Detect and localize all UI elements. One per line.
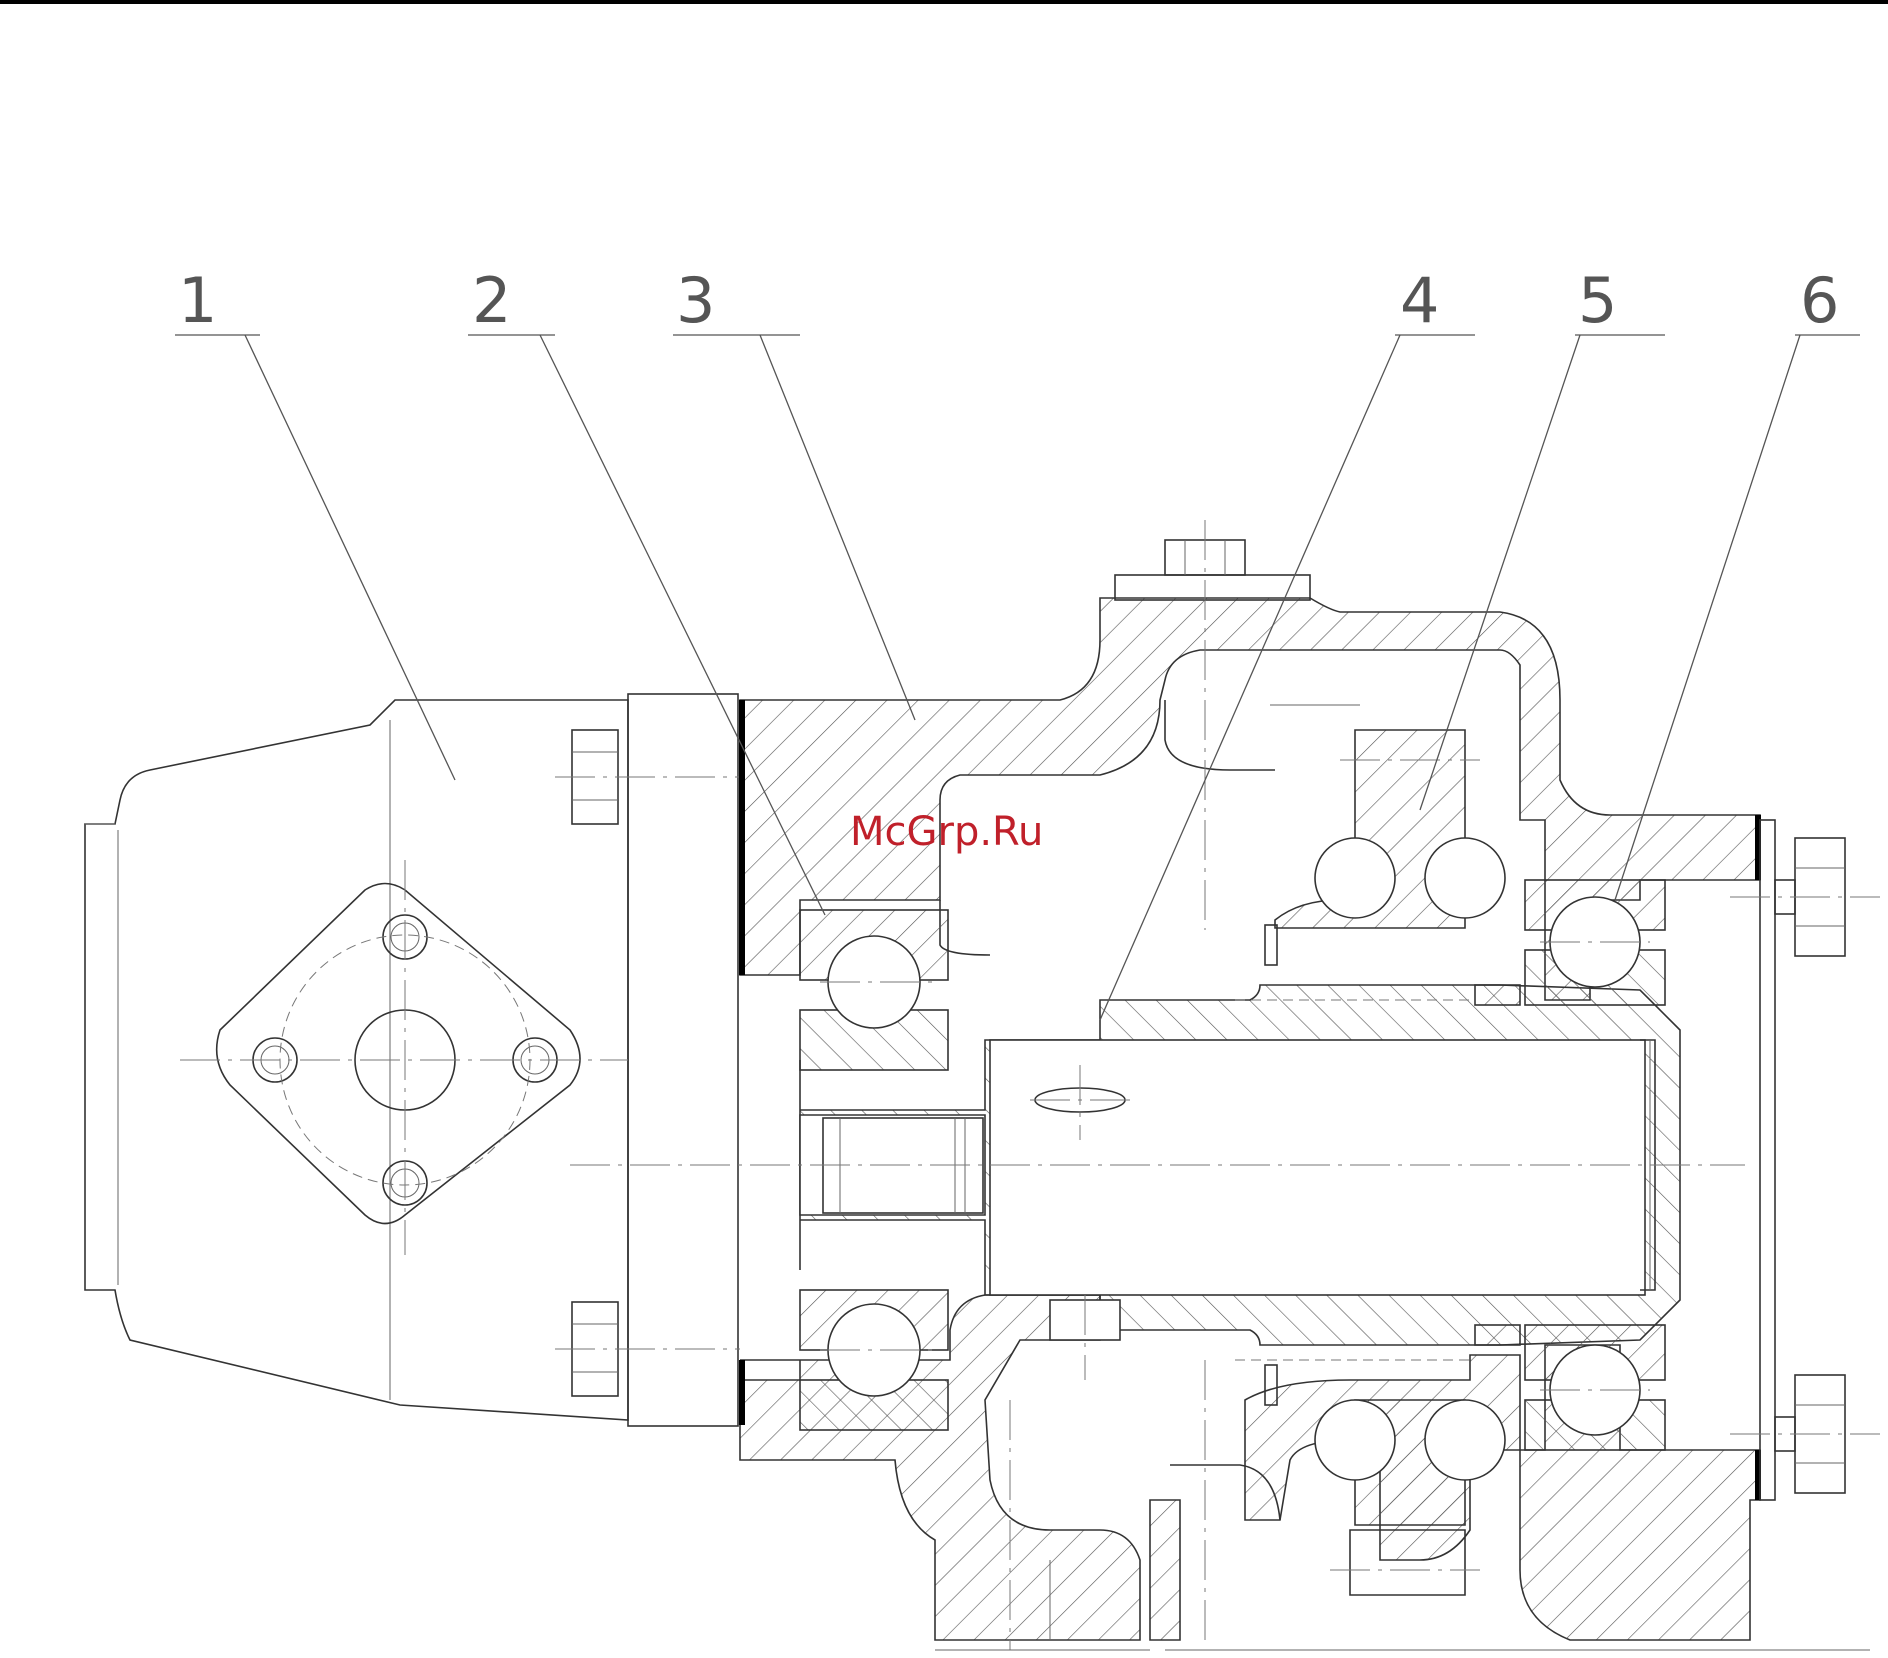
callout-5: 5 [1578, 264, 1617, 337]
callout-6: 6 [1800, 264, 1839, 337]
motor-body [85, 694, 740, 1426]
callout-4: 4 [1400, 264, 1439, 337]
watermark: McGrp.Ru [850, 809, 1043, 855]
callout-1: 1 [178, 264, 217, 337]
callout-labels: 1 2 3 4 5 6 [178, 264, 1839, 337]
callout-3: 3 [676, 264, 715, 337]
shaft-hub [570, 985, 1745, 1380]
callout-2: 2 [472, 264, 511, 337]
